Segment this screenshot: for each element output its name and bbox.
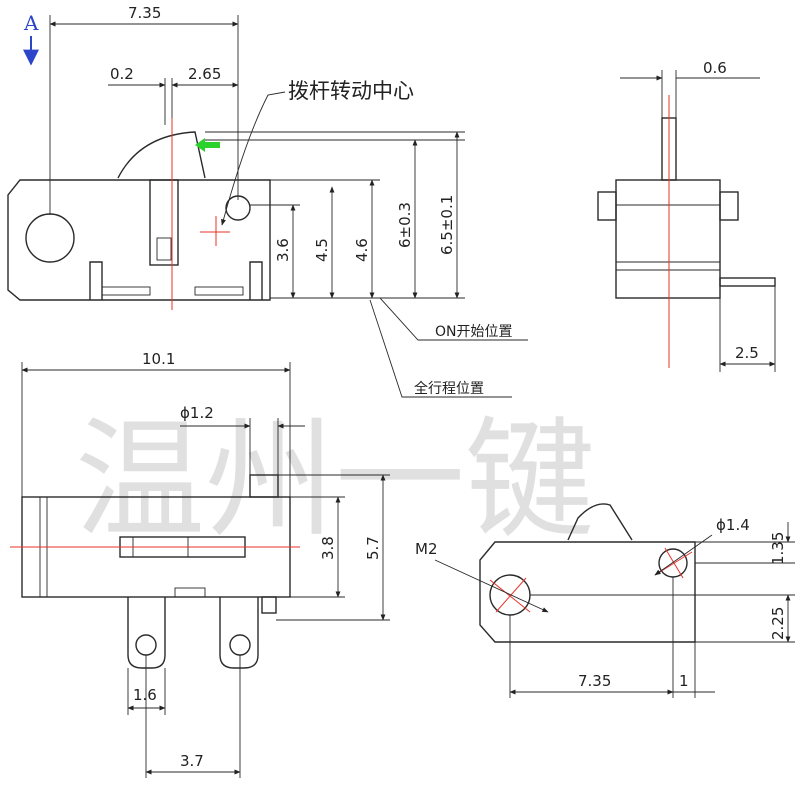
m2-label: M2: [415, 540, 438, 558]
foot-left: [89, 261, 103, 300]
on-leader: [379, 297, 528, 341]
end-view: 0.6 2.5: [597, 59, 776, 372]
top-pin-bottom: [261, 596, 277, 614]
watermark-text: 温州一键: [75, 404, 595, 556]
terminal-pad-left: [101, 286, 151, 296]
lever-slot: [156, 237, 172, 261]
top-terminal-left: [127, 597, 166, 669]
top-terminal-hole-right: [229, 634, 251, 656]
dim-10-1: 10.1: [142, 350, 175, 368]
mount-view: M2 ϕ1.4 1.35 2.25 7.35 1: [415, 503, 795, 698]
dim-1-6: 1.6: [133, 686, 157, 704]
dim-5-7: 5.7: [364, 536, 382, 560]
top-view: 10.1 ϕ1.2 3.8 5.7 1.6 3.7: [10, 350, 390, 778]
dim-1-35: 1.35: [769, 532, 787, 565]
terminal-pad-right: [194, 286, 244, 296]
top-pin: [249, 474, 279, 498]
view-marker-letter: A: [23, 11, 39, 35]
phi-1-4-leader: [654, 534, 713, 576]
dim-3-7: 3.7: [180, 752, 204, 770]
green-arrow-icon: [195, 138, 220, 152]
end-body: [615, 179, 721, 299]
m2-leader: [434, 559, 549, 613]
dim-6: 6±0.3: [396, 202, 414, 248]
top-notch: [174, 587, 206, 598]
pivot-leader: [221, 91, 286, 226]
dim-7-35: 7.35: [128, 4, 161, 22]
dim-1: 1: [679, 672, 689, 690]
dim-7-35-b: 7.35: [578, 672, 611, 690]
side-mount-hole: [25, 213, 75, 263]
travel-leader: [369, 299, 512, 398]
dim-0-2: 0.2: [110, 65, 134, 83]
view-marker-a: A: [23, 11, 39, 66]
end-boss-left: [597, 191, 617, 221]
dim-2-5: 2.5: [735, 344, 759, 362]
phi-centerline-b: [664, 547, 684, 579]
end-terminal: [719, 277, 776, 287]
mount-hole-phi: [658, 548, 688, 578]
mount-lever: [567, 503, 633, 541]
phi-1-4-label: ϕ1.4: [716, 516, 750, 534]
dim-phi-1-2: ϕ1.2: [180, 404, 214, 422]
top-terminal-right: [219, 597, 259, 669]
dim-2-65: 2.65: [188, 65, 221, 83]
end-boss-right: [719, 191, 739, 221]
mount-body: [479, 541, 696, 643]
dim-3-6: 3.6: [274, 238, 292, 262]
dim-0-6: 0.6: [703, 59, 727, 77]
on-position-label: ON开始位置: [435, 324, 513, 340]
side-view: 7.35 0.2 2.65 拨杆转动中心 3.6 4.5 4.6 6±0.3 6…: [7, 4, 528, 398]
watermark: 温州一键: [75, 404, 595, 556]
dim-2-25: 2.25: [769, 607, 787, 640]
pivot-callout: 拨杆转动中心: [288, 79, 414, 103]
lever-arc: [117, 131, 206, 179]
dim-4-6: 4.6: [353, 238, 371, 262]
dim-6-5: 6.5±0.1: [438, 195, 456, 255]
dim-3-8: 3.8: [319, 536, 337, 560]
lever-stem: [149, 179, 179, 266]
full-travel-label: 全行程位置: [414, 380, 484, 397]
top-terminal-hole-left: [135, 634, 157, 656]
dim-4-5: 4.5: [313, 238, 331, 262]
foot-right: [249, 261, 263, 300]
